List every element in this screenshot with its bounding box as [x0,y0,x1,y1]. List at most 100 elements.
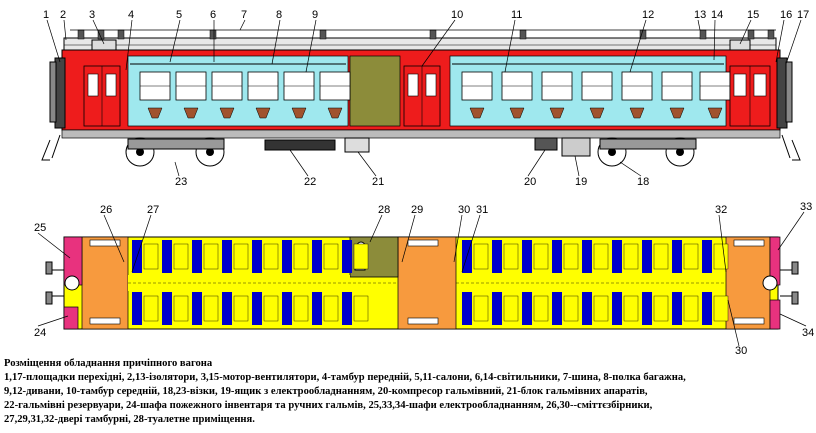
insulator [209,29,217,40]
seat-bench [162,240,172,273]
seat-space [473,295,489,322]
seat-bench [462,292,472,325]
seat-bench [312,240,322,273]
seat-space [353,243,369,270]
coupler-left [41,134,61,161]
caption-line-4: 27,29,31,32-двері тамбурні, 28-туалетне … [4,414,255,425]
leader-line [63,19,67,41]
leader-line [37,232,71,259]
middle-vestibule [349,55,401,127]
seat-space [323,243,339,270]
insulator [519,29,527,40]
seat-space [263,243,279,270]
callout-13: 13 [694,9,706,21]
leader-line [718,214,727,273]
seat-space [263,295,279,322]
leader-line [289,149,309,177]
callout-32: 32 [715,204,727,216]
seat-space [323,295,339,322]
seat-space [503,295,519,322]
leader-line [271,19,281,65]
seat-space [143,243,159,270]
side-seat [255,107,271,119]
seat-bench [672,292,682,325]
door-window [733,73,747,97]
wheel-hub [136,148,144,156]
callout-7: 7 [241,9,247,21]
seat-bench [252,240,262,273]
callout-33: 33 [800,201,812,213]
seat-bench [342,240,352,273]
callout-30b: 30 [735,345,747,357]
leader-line [169,19,181,63]
side-seat [327,107,343,119]
leader-line [92,19,105,45]
cabinet-24 [63,306,79,330]
wheel-hub [206,148,214,156]
side-seat [291,107,307,119]
leader-line [103,214,125,263]
leader-line [777,211,805,251]
leader-line [421,19,456,67]
seat-bench [222,240,232,273]
leader-line [305,19,317,73]
leader-line [779,313,807,327]
side-seat [707,107,723,119]
gangway-right [785,61,793,123]
seat-space [713,243,729,270]
leader-line [46,19,61,63]
side-view [41,29,801,167]
plan-door [733,317,765,325]
bogies [125,137,697,167]
callout-6: 6 [210,9,216,21]
callout-22: 22 [304,176,316,188]
caption-line-2: 9,12-дивани, 10-тамбур середній, 18,23-в… [4,386,648,397]
front-vestibule [81,236,129,330]
caption-title: Розміщення обладнання причіпного вагона [4,358,213,369]
seat-space [233,243,249,270]
seat-space [563,295,579,322]
seat-bench [522,292,532,325]
seat-bench [702,240,712,273]
buffer-left [45,261,80,305]
seat-bench [642,240,652,273]
side-seat [219,107,235,119]
side-seat [549,107,565,119]
callout-19: 19 [575,176,587,188]
side-seat [509,107,525,119]
seat-space [563,243,579,270]
side-seat [469,107,485,119]
leader-line [504,19,516,73]
seat-space [593,295,609,322]
callout-31: 31 [476,204,488,216]
side-seat [629,107,645,119]
seat-space [173,295,189,322]
leader-line [629,19,647,73]
leader-line [239,19,246,31]
seat-bench [612,292,622,325]
callout-23: 23 [175,176,187,188]
leader-line [401,214,416,263]
side-seat [147,107,163,119]
seat-space [683,243,699,270]
seat-bench [162,292,172,325]
seat-bench [582,292,592,325]
callout-2: 2 [60,9,66,21]
leader-line [369,214,383,243]
seat-rows [89,239,765,325]
seat-bench [702,292,712,325]
buffer-right [762,261,799,305]
bogie-frame [599,138,697,150]
plan-view [45,236,799,330]
side-seat [183,107,199,119]
seat-space [623,243,639,270]
leader-line [785,19,802,65]
insulator [747,29,755,40]
plan-door [407,239,439,247]
side-seat [669,107,685,119]
middle-vestibule-plan [397,236,457,330]
seat-space [653,243,669,270]
underframe [61,129,781,139]
seat-space [293,295,309,322]
